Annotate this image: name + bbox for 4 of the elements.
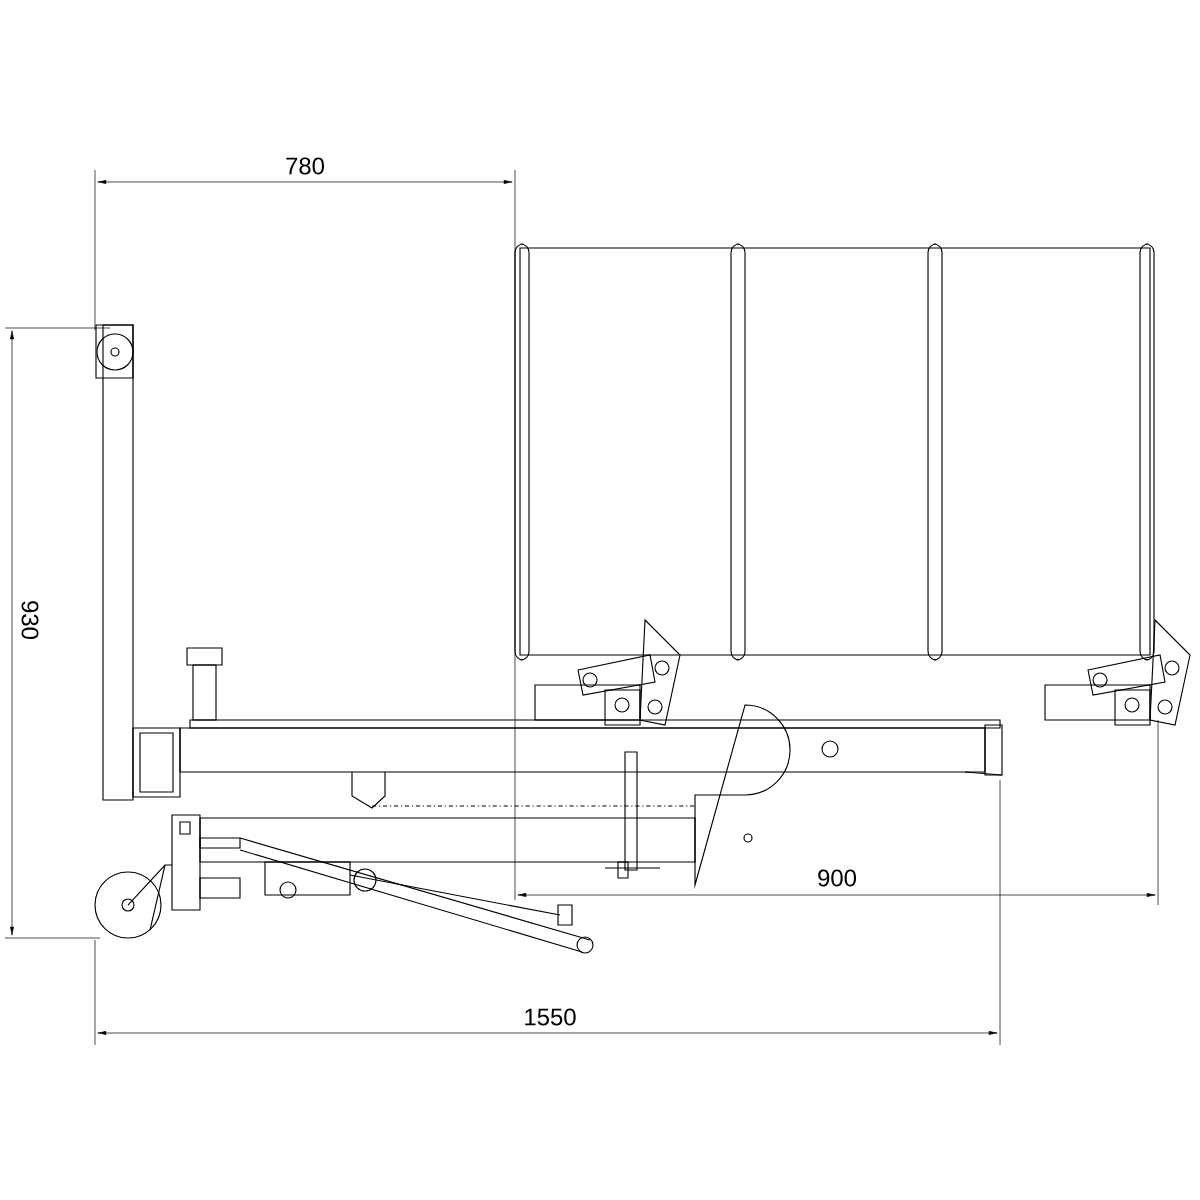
dimension-label: 780 <box>286 157 324 175</box>
dimension-label: 900 <box>818 869 857 887</box>
dimension-label: 930 <box>21 601 39 639</box>
dimension-label: 1550 <box>525 1008 576 1026</box>
